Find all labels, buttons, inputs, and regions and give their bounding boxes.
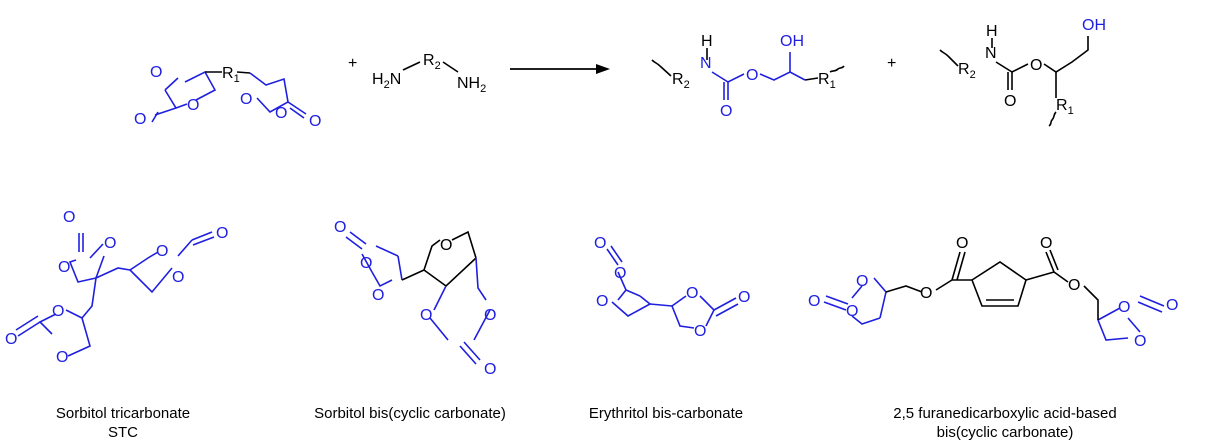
atom-o: O bbox=[1068, 277, 1080, 294]
product-hydroxyurethane-primary: H R2 R1 N O O OH bbox=[651, 33, 845, 120]
atom-o: O bbox=[372, 287, 384, 304]
atom-o: O bbox=[156, 243, 168, 260]
atom-o: O bbox=[440, 237, 452, 254]
atom-o: O bbox=[309, 113, 321, 130]
structure-erythritol-bis-carbonate bbox=[606, 245, 739, 329]
r1-label: R1 bbox=[222, 65, 240, 85]
reaction-arrow bbox=[510, 64, 610, 74]
caption-line: Erythritol bis-carbonate bbox=[588, 405, 744, 422]
caption-line: 2,5 furanedicarboxylic acid-based bbox=[893, 405, 1117, 422]
product-hydroxyurethane-secondary bbox=[939, 36, 1089, 127]
caption-erythritol-bis-carbonate: Erythritol bis-carbonate bbox=[566, 404, 766, 423]
r2-label: R2 bbox=[958, 61, 976, 81]
atom-o: O bbox=[360, 255, 372, 272]
plus-sign: + bbox=[887, 55, 896, 72]
caption-furanedicarboxylic-bis-cyclic-carbonate: 2,5 furanedicarboxylic acid-based bis(cy… bbox=[860, 404, 1150, 442]
caption-sorbitol-bis-cyclic-carbonate: Sorbitol bis(cyclic carbonate) bbox=[290, 404, 530, 423]
hydroxyl-label: OH bbox=[780, 33, 804, 50]
atom-o: O bbox=[1040, 235, 1052, 252]
atom-o: O bbox=[738, 289, 750, 306]
atom-o: O bbox=[134, 111, 146, 128]
atom-o: O bbox=[686, 285, 698, 302]
atom-o: O bbox=[484, 307, 496, 324]
atom-o: O bbox=[1004, 93, 1016, 110]
plus-sign: + bbox=[348, 55, 357, 72]
atom-o: O bbox=[808, 293, 820, 310]
atom-o: O bbox=[846, 303, 858, 320]
atom-o: O bbox=[275, 105, 287, 122]
caption-sorbitol-tricarbonate: Sorbitol tricarbonate STC bbox=[32, 404, 214, 442]
r2-label: R2 bbox=[672, 71, 690, 91]
atom-o: O bbox=[172, 269, 184, 286]
atom-o: O bbox=[56, 349, 68, 366]
atom-n: N bbox=[985, 45, 997, 62]
atom-o: O bbox=[63, 209, 75, 226]
atom-o: O bbox=[1030, 57, 1042, 74]
atom-o: O bbox=[484, 361, 496, 378]
caption-line: bis(cyclic carbonate) bbox=[936, 424, 1074, 441]
reactant-diamine bbox=[402, 61, 459, 73]
atom-o: O bbox=[1166, 297, 1178, 314]
r2-label: R2 bbox=[423, 52, 441, 72]
atom-o: O bbox=[240, 91, 252, 108]
atom-o: O bbox=[720, 103, 732, 120]
caption-line: STC bbox=[108, 424, 138, 441]
atom-o: O bbox=[5, 331, 17, 348]
atom-o: O bbox=[150, 64, 162, 81]
atom-o: O bbox=[52, 303, 64, 320]
nh2-label: NH2 bbox=[457, 75, 486, 95]
r1-label: R1 bbox=[818, 71, 836, 91]
reactant-bis-cyclic-carbonate bbox=[151, 70, 307, 123]
atom-o: O bbox=[187, 97, 199, 114]
atom-o: O bbox=[596, 293, 608, 310]
atom-o: O bbox=[1134, 333, 1146, 350]
h-label: H bbox=[986, 23, 998, 40]
atom-o: O bbox=[334, 219, 346, 236]
atom-o: O bbox=[58, 259, 70, 276]
atom-o: O bbox=[216, 225, 228, 242]
atom-o: O bbox=[104, 235, 116, 252]
atom-o: O bbox=[746, 67, 758, 84]
hydroxyl-label: OH bbox=[1082, 17, 1106, 34]
atom-o: O bbox=[956, 235, 968, 252]
caption-line: Sorbitol tricarbonate bbox=[55, 405, 191, 422]
structure-sorbitol-tricarbonate bbox=[15, 231, 215, 357]
structure-furanedicarboxylic-bis-cyclic-carbonate: O O O O O O O O O O bbox=[808, 235, 1178, 350]
structure-sorbitol-bis-cyclic-carbonate: O O O O O O O bbox=[334, 219, 496, 378]
atom-o: O bbox=[856, 273, 868, 290]
atom-o: O bbox=[920, 285, 932, 302]
atom-n: N bbox=[700, 55, 712, 72]
atom-o: O bbox=[1118, 299, 1130, 316]
atom-o: O bbox=[594, 235, 606, 252]
caption-line: Sorbitol bis(cyclic carbonate) bbox=[314, 405, 506, 422]
r1-label: R1 bbox=[1056, 97, 1074, 117]
h-label: H bbox=[701, 33, 713, 50]
atom-o: O bbox=[614, 265, 626, 282]
atom-o: O bbox=[420, 307, 432, 324]
atom-o: O bbox=[694, 323, 706, 340]
h2n-label: H2N bbox=[372, 71, 401, 91]
